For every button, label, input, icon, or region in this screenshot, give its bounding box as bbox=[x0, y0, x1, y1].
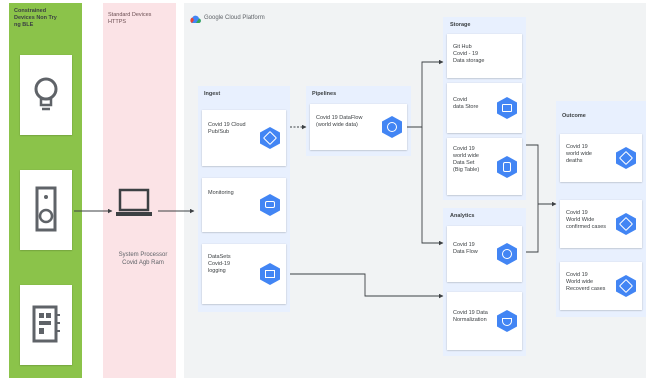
google-cloud-logo-icon bbox=[190, 15, 201, 23]
deaths-card: Covid 19 world wide deaths bbox=[560, 134, 642, 182]
laptop-icon bbox=[116, 188, 152, 216]
gcp-logo: Google Cloud Platform bbox=[190, 14, 265, 24]
standard-devices-title: Standard Devices HTTPS bbox=[108, 12, 152, 25]
system-processor-label: System Processor Covid Agb Ram bbox=[118, 252, 168, 266]
speaker-icon bbox=[35, 186, 57, 232]
dataflow-icon bbox=[382, 116, 402, 138]
recovered-cases-icon bbox=[616, 275, 636, 297]
confirmed-cases-icon bbox=[616, 213, 636, 235]
dataflow-pipeline-card: Covid 19 DataFlow (world wide data) bbox=[310, 104, 407, 150]
bigtable-card: Covid 19 world wide Data Set (Big Table) bbox=[447, 138, 522, 195]
pubsub-icon bbox=[260, 127, 280, 149]
speaker-device bbox=[20, 170, 72, 250]
board-device bbox=[20, 285, 72, 365]
outcome-title: Outcome bbox=[562, 113, 586, 119]
pipelines-title: Pipelines bbox=[312, 91, 337, 97]
logging-icon bbox=[260, 263, 280, 285]
ingest-title: Ingest bbox=[204, 91, 221, 97]
monitoring-icon bbox=[260, 194, 280, 216]
deaths-icon bbox=[616, 147, 636, 169]
datalab-icon bbox=[497, 310, 517, 332]
constrained-devices-title: Constrained Devices Non Try ng BLE bbox=[14, 8, 57, 28]
circuit-board-icon bbox=[32, 305, 60, 343]
recovered-cases-card: Covid 19 World wide Recoverd cases bbox=[560, 262, 642, 310]
normalization-card: Covid 19 Data Normalization bbox=[447, 292, 522, 350]
datastore-icon bbox=[497, 97, 517, 119]
pubsub-card: Covid 19 Cloud Pub/Sub bbox=[202, 110, 286, 166]
analytics-title: Analytics bbox=[450, 213, 475, 219]
storage-title: Storage bbox=[450, 22, 471, 28]
dataflow-analytics-icon bbox=[497, 243, 517, 265]
monitoring-card: Monitoring bbox=[202, 178, 286, 232]
lightbulb-device bbox=[20, 55, 72, 135]
github-storage-card: Git Hub Covid - 19 Data storage bbox=[447, 34, 522, 78]
confirmed-cases-card: Covid 19 World Wide confirmed cases bbox=[560, 200, 642, 248]
logging-card: DataSets Covid-19 logging bbox=[202, 244, 286, 304]
bigtable-icon bbox=[497, 156, 517, 178]
analytics-dataflow-card: Covid 19 Data Flow bbox=[447, 226, 522, 282]
datastore-card: Covid data Store bbox=[447, 83, 522, 133]
lightbulb-icon bbox=[34, 77, 58, 111]
